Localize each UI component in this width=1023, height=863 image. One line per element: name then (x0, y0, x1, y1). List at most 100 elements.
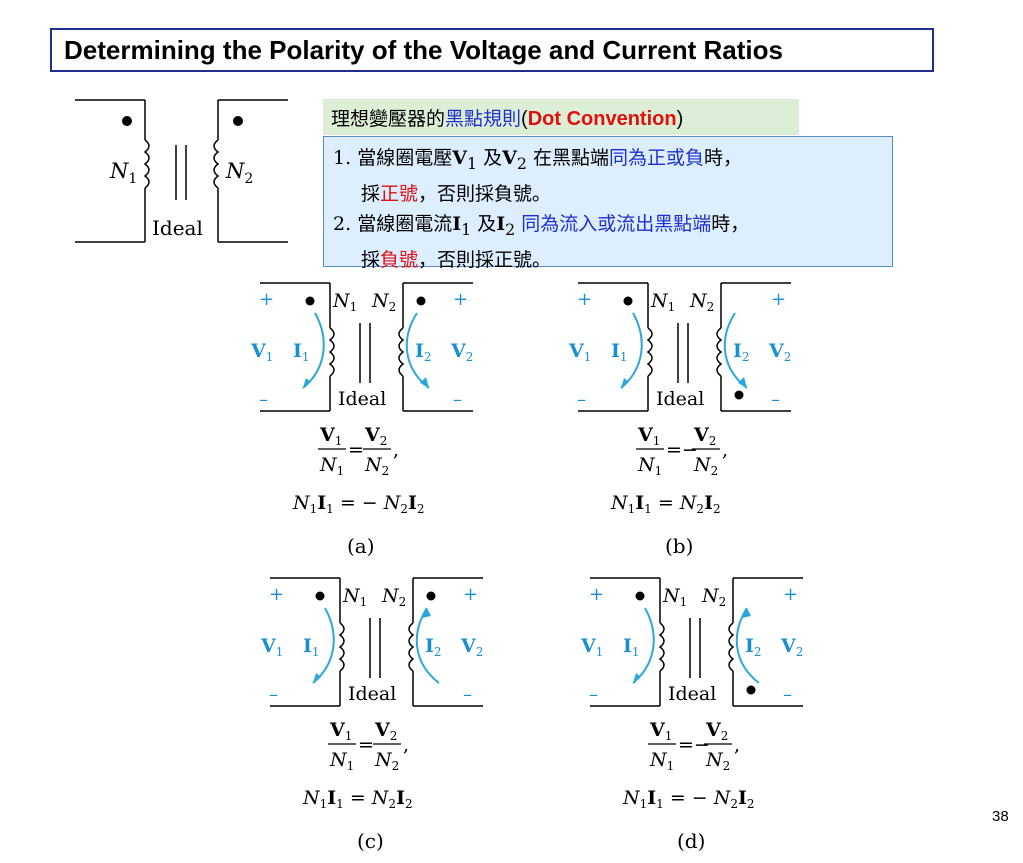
slide-title: Determining the Polarity of the Voltage … (64, 35, 783, 65)
rule-1-text-d: 採 (361, 182, 381, 205)
rule-2-i2: I (496, 212, 506, 235)
panel-b-eq-den-2: N2 (693, 454, 718, 478)
panel-c-i2-arrowhead (422, 608, 431, 618)
rule-2-text-d: 採 (361, 248, 381, 271)
panel-c-v1-label: V1 (260, 635, 283, 659)
dot-convention-label: 理想變壓器的黑點規則(Dot Convention) (323, 99, 799, 135)
top-ideal-label: Ideal (152, 216, 203, 240)
panel-a-i1-arrow (302, 312, 325, 389)
panel-c-i2-arrow (415, 607, 440, 684)
panel-a-v1-label: V1 (250, 340, 273, 364)
panel-d-n1-label: N1 (662, 585, 687, 609)
rule-1-sign: 正號 (380, 182, 419, 205)
panel-d-left-minus: – (589, 684, 598, 705)
panel-b-i1-arrow (620, 312, 643, 389)
panel-d-label: (d) (677, 829, 705, 853)
panel-c-dot-right (426, 591, 436, 601)
rule-2-highlight: 同為流入或流出黑點端 (521, 212, 712, 235)
panel-c-primary-coil (338, 622, 345, 672)
panel-b-n1-label: N1 (650, 290, 675, 314)
panel-b-i2-arrowhead (738, 377, 747, 388)
panel-a-dot-right (416, 296, 426, 306)
panel-c-right-minus: – (463, 684, 472, 705)
rule-2-and: 及 (477, 212, 497, 235)
panel-c-eq-num-2: V2 (374, 719, 397, 743)
rule-2-line-1: 2. 當線圈電流I1 及I2 同為流入或流出黑點端時， (333, 209, 892, 245)
panel-b-n2-label: N2 (689, 290, 714, 314)
rule-1-text-c: 時， (704, 147, 743, 169)
panel-d-i2-arrowhead (742, 608, 751, 618)
panel-c-i1-arrow (312, 607, 335, 684)
panel-b-i1-label: I1 (611, 340, 628, 364)
panel-b-right-minus: – (771, 389, 780, 410)
panel-a-eq-2: N1I1 = − N2I2 (292, 492, 425, 516)
panel-d-ideal-label: Ideal (668, 683, 716, 705)
panel-b-left-minus: – (577, 389, 586, 410)
panel-d-secondary-coil (728, 622, 735, 672)
rule-1-text-b: 在黑點端 (532, 147, 609, 169)
panel-c-n1-label: N1 (342, 585, 367, 609)
panel-a-eq-num-1: V1 (319, 424, 342, 448)
panel-d-right-minus: – (783, 684, 792, 705)
panel-b-label: (b) (665, 534, 693, 558)
rule-1-text-a: 當線圈電壓 (357, 147, 453, 169)
page-number: 38 (992, 808, 1009, 825)
panel-a-eq-num-2: V2 (364, 424, 387, 448)
panel-c-i1-arrowhead (313, 673, 321, 683)
panel-b-left-plus: + (577, 289, 592, 310)
panel-c-eq-den-2: N2 (374, 749, 399, 773)
panel-b-eq-den-1: N1 (637, 454, 662, 478)
top-dot-right (233, 116, 243, 126)
panel-d-eq-num-1: V1 (649, 719, 672, 743)
rule-1-text-e: ，否則採負號。 (418, 182, 552, 205)
rule-1-highlight: 同為正或負 (608, 147, 704, 169)
panel-c-eq-num-1: V1 (329, 719, 352, 743)
panel-d-v1-label: V1 (580, 635, 603, 659)
panel-a-left-plus: + (259, 289, 274, 310)
panel-c-label: (c) (357, 829, 384, 853)
rule-2-i2-sub: 2 (505, 219, 516, 239)
panel-b-eq-num-2: V2 (693, 424, 716, 448)
rule-2-text-a: 當線圈電流 (357, 212, 453, 235)
panel-b-right-plus: + (771, 289, 786, 310)
panel-c-secondary-coil (408, 622, 415, 672)
panel-d-eq-comma: , (734, 734, 740, 756)
panel-a-i2-arrow (405, 312, 430, 389)
panel-a-secondary-coil (398, 327, 405, 377)
rule-1-v1: V (452, 147, 467, 169)
panel-a-v2-label: V2 (450, 340, 473, 364)
panel-c-left-minus: – (269, 684, 278, 705)
rule-1-line-2: 採正號，否則採負號。 (333, 179, 892, 209)
panel-a-i2-label: I2 (415, 340, 432, 364)
panel-a-i1-label: I1 (293, 340, 310, 364)
panel-d-i2-label: I2 (745, 635, 762, 659)
panel-d-i2-arrow (735, 607, 760, 684)
dot-convention-close: ) (676, 108, 684, 130)
dot-convention-open: ( (521, 108, 528, 130)
panel-b-dot-left (623, 296, 633, 306)
panel-a-n2-label: N2 (371, 290, 396, 314)
panel-c-dot-left (315, 591, 325, 601)
rule-1-v2-sub: 2 (516, 153, 527, 173)
panel-d-eq-num-2: V2 (705, 719, 728, 743)
panel-d-i1-label: I1 (623, 635, 640, 659)
panel-b-v1-label: V1 (568, 340, 591, 364)
panel-d-v2-label: V2 (780, 635, 803, 659)
rule-1-number: 1. (333, 147, 352, 169)
panel-a-n1-label: N1 (332, 290, 357, 314)
panel-c-i1-label: I1 (303, 635, 320, 659)
panel-c-eq-den-1: N1 (329, 749, 354, 773)
panel-d-eq-sign: =− (678, 734, 710, 756)
panel-d-i1-arrowhead (633, 673, 641, 683)
panel-a-dot-left (305, 296, 315, 306)
panel-c-v2-label: V2 (460, 635, 483, 659)
rule-2-text-c: 時， (711, 212, 750, 235)
rule-2-number: 2. (333, 212, 352, 235)
panel-d-i1-arrow (632, 607, 655, 684)
rule-2-i1-sub: 1 (461, 219, 472, 239)
panel-c-n2-label: N2 (381, 585, 406, 609)
panel-d-n2-label: N2 (701, 585, 726, 609)
panel-a-eq-den-1: N1 (319, 454, 344, 478)
dot-convention-highlight: 黑點規則 (445, 108, 522, 130)
panel-a-right-plus: + (453, 289, 468, 310)
